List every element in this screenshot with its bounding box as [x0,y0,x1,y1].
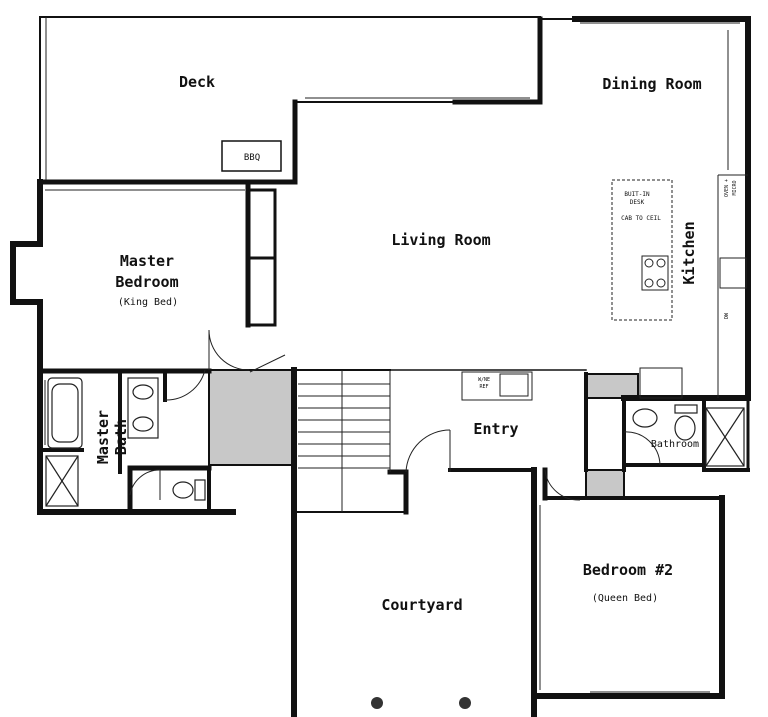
label-wine-1: W/NE [478,377,490,383]
bbq-box [221,140,282,172]
label-bedroom-2: Bedroom #2 [583,561,673,579]
label-master-bedroom-1: Master [120,252,174,270]
label-oven-1: OVEN + [724,179,730,197]
label-bathroom: Bathroom [651,439,699,450]
label-wine-2: REF [479,384,488,390]
kitchen-fixtures [461,174,748,401]
label-entry: Entry [473,420,518,438]
bathroom-fixtures [632,404,745,467]
label-dining-room: Dining Room [602,75,701,93]
label-master-bath-1: Master [94,410,112,464]
label-master-bath-2: Bath [112,419,130,455]
label-master-bedroom-2: Bedroom [115,273,178,291]
master-bath-fixtures [45,377,206,507]
label-bbq: BBQ [244,153,260,163]
post-left [371,697,383,709]
label-builtin-1: BUIT-IN [624,191,650,198]
stairs [298,370,391,512]
label-builtin-2: DESK [630,199,645,206]
label-courtyard: Courtyard [381,596,462,614]
label-queen-bed: (Queen Bed) [592,593,658,604]
label-cab-to-ceil: CAB TO CEIL [621,215,661,222]
post-right [459,697,471,709]
label-living-room: Living Room [391,231,490,249]
label-oven-2: MICRO [732,180,738,195]
doors [129,329,661,501]
windows [44,17,740,693]
label-deck: Deck [179,73,215,91]
shaded-closets [208,369,639,499]
label-kitchen: Kitchen [680,221,698,284]
label-king-bed: (King Bed) [118,297,178,308]
walls [10,16,751,717]
label-dw: DW [724,312,730,319]
